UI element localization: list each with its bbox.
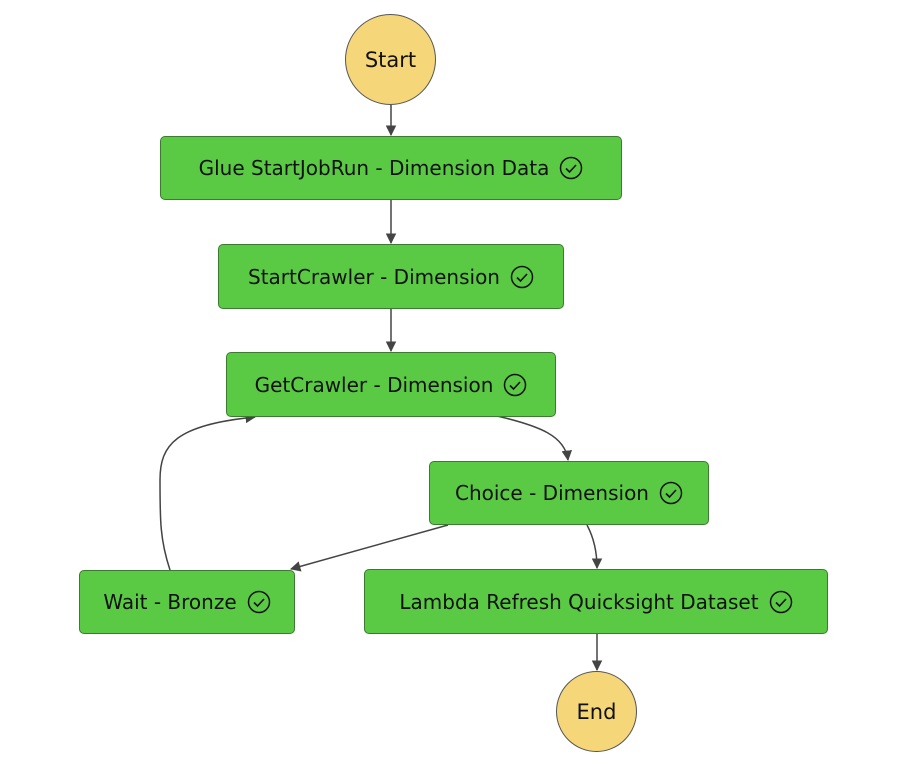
check-circle-icon [247, 590, 271, 614]
state-label: Wait - Bronze [103, 590, 237, 614]
state-label: Glue StartJobRun - Dimension Data [198, 156, 550, 180]
state-getcrawler[interactable]: GetCrawler - Dimension [226, 352, 556, 417]
state-glue-startjobrun[interactable]: Glue StartJobRun - Dimension Data [160, 136, 622, 200]
edge-choice-to-lambda [586, 524, 603, 570]
edge-wait-to-getcrawler [159, 412, 257, 571]
start-label: Start [364, 47, 417, 72]
state-startcrawler[interactable]: StartCrawler - Dimension [218, 244, 564, 309]
end-label: End [576, 699, 617, 724]
state-label: StartCrawler - Dimension [248, 264, 500, 289]
check-circle-icon [769, 590, 793, 614]
start-node: Start [345, 14, 436, 105]
check-circle-icon [559, 156, 583, 180]
state-choice[interactable]: Choice - Dimension [429, 461, 709, 525]
state-label: Lambda Refresh Quicksight Dataset [399, 589, 759, 614]
edge-getcrawler-to-choice [496, 415, 573, 462]
state-lambda-refresh[interactable]: Lambda Refresh Quicksight Dataset [364, 569, 828, 634]
state-label: GetCrawler - Dimension [254, 372, 494, 397]
state-label: Choice - Dimension [455, 481, 649, 505]
edge-choice-to-wait [289, 524, 449, 572]
check-circle-icon [503, 373, 527, 397]
check-circle-icon [510, 265, 534, 289]
check-circle-icon [659, 481, 683, 505]
state-wait-bronze[interactable]: Wait - Bronze [79, 570, 295, 634]
end-node: End [556, 671, 637, 752]
